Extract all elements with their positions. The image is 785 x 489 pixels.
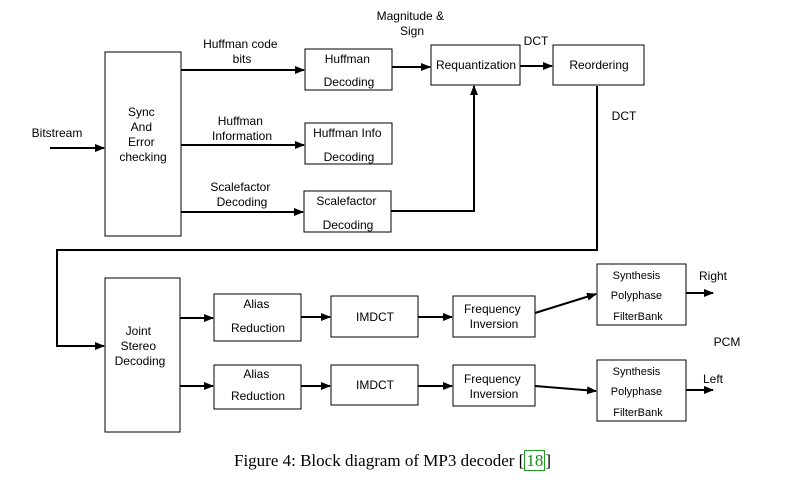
caption-close-bracket: ]: [545, 451, 552, 470]
sync-error-check-label: Sync And Error checking: [119, 105, 166, 164]
freq-1-to-synth-1-arrow: [534, 292, 597, 314]
huffman-info-decoding-label: Huffman Info Decoding: [313, 126, 385, 164]
frequency-inversion-label-2: Frequency Inversion: [464, 372, 524, 401]
scalefactor-to-requant-arrow: [391, 85, 478, 212]
requantization-label: Requantization: [436, 58, 516, 72]
huffman-code-bits-label: Huffman code bits: [203, 37, 281, 66]
scalefactor-decoding-edge-label: Scalefactor Decoding: [210, 180, 273, 209]
synthesis-filterbank-box-1: [596, 263, 687, 326]
huffman-decoding-label: Huffman Decoding: [324, 52, 375, 89]
dct-right-label: DCT: [612, 109, 637, 123]
imdct-box-1: [330, 295, 419, 338]
huffman-information-label: Huffman Information: [212, 114, 272, 143]
sync-error-check-box: [104, 51, 182, 237]
huffman-decoding-box: [304, 48, 393, 91]
reorder-to-joint-stereo-arrow: [56, 86, 598, 350]
alias-reduction-label-1: Alias Reduction: [231, 297, 285, 335]
dct-top-label: DCT: [524, 34, 549, 48]
synthesis-filterbank-label-1: Synthesis Polyphase FilterBank: [611, 270, 665, 323]
imdct-label-2: IMDCT: [356, 378, 395, 392]
imdct-label-1: IMDCT: [356, 310, 395, 324]
huffman-info-decoding-box: [304, 122, 393, 165]
citation-link[interactable]: 18: [524, 450, 546, 471]
alias-reduction-label-2: Alias Reduction: [231, 367, 285, 403]
figure-caption: Figure 4: Block diagram of MP3 decoder […: [0, 450, 785, 471]
left-channel-label: Left: [703, 372, 724, 386]
reordering-label: Reordering: [569, 58, 628, 72]
frequency-inversion-box-1: [452, 295, 536, 338]
frequency-inversion-label-1: Frequency Inversion: [464, 302, 524, 331]
pcm-label: PCM: [714, 335, 741, 349]
synthesis-filterbank-label-2: Synthesis Polyphase FilterBank: [611, 366, 665, 419]
right-channel-label: Right: [699, 269, 728, 283]
frequency-inversion-box-2: [452, 364, 536, 407]
alias-reduction-box-1: [213, 293, 302, 342]
magnitude-sign-label: Magnitude & Sign: [377, 9, 448, 38]
joint-stereo-decoding-label: Joint Stereo Decoding: [115, 324, 166, 368]
freq-2-to-synth-2-arrow: [534, 385, 597, 395]
reordering-box: [552, 44, 645, 86]
bitstream-label: Bitstream: [32, 126, 83, 140]
scalefactor-decoding-label: Scalefactor Decoding: [316, 194, 379, 232]
caption-text: Figure 4: Block diagram of MP3 decoder [: [233, 451, 525, 470]
alias-reduction-box-2: [213, 364, 302, 410]
joint-stereo-decoding-box: [104, 277, 181, 433]
